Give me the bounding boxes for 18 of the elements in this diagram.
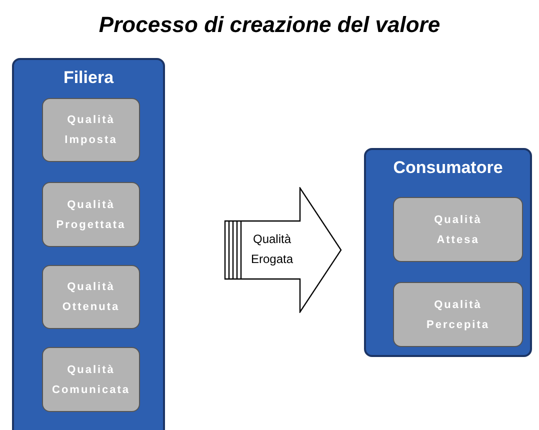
box-label: Qualità Comunicata [51,362,131,398]
quality-box [42,347,140,412]
title: Processo di creazione del valore [98,12,442,38]
quality-box [393,197,523,262]
panel-heading: Consumatore [392,158,504,178]
group-panel [364,148,532,357]
box-label: Qualità Imposta [64,113,118,148]
quality-box [42,265,140,329]
box-label: Qualità Attesa [433,212,483,248]
group-panel [12,58,165,430]
panel-heading: Filiera [62,68,115,88]
box-label: Qualità Percepita [425,298,491,332]
quality-box [42,98,140,162]
quality-box [393,282,523,347]
arrow-label: Qualità Erogata [250,231,294,268]
box-label: Qualità Ottenuta [61,280,121,315]
box-label: Qualità Progettata [55,198,127,232]
quality-box [42,182,140,247]
